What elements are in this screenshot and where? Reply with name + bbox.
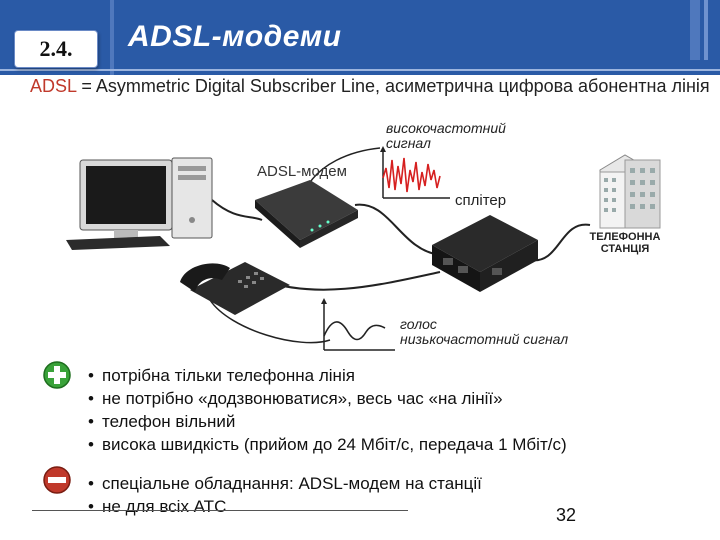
modem-label: ADSL-модем: [257, 163, 347, 180]
voice-label-line2: низькочастотний сигнал: [400, 331, 569, 347]
section-number: 2.4.: [14, 30, 98, 68]
hf-signal-graph: [380, 146, 450, 199]
hf-signal-label-line2: сигнал: [386, 135, 431, 151]
plus-icon: [43, 361, 71, 389]
cons-list: спеціальне обладнання: ADSL-модем на ста…: [88, 472, 482, 518]
hf-signal-label-line1: високочастотний: [386, 120, 506, 136]
hf-signal-label: високочастотний сигнал: [386, 121, 506, 151]
definition-text: ADSL = Asymmetric Digital Subscriber Lin…: [30, 75, 716, 97]
minus-icon: [43, 466, 71, 494]
voice-signal-graph: [321, 298, 395, 351]
pros-item: потрібна тільки телефонна лінія: [88, 364, 567, 387]
splitter-label: сплітер: [455, 192, 507, 209]
pc-tower-icon: [171, 157, 213, 239]
page-number: 32: [556, 505, 577, 525]
cons-item: спеціальне обладнання: ADSL-модем на ста…: [88, 472, 482, 495]
pros-item: висока швидкість (прийом до 24 Мбіт/с, п…: [88, 433, 567, 456]
voice-label: голос низькочастотний сигнал: [400, 317, 568, 347]
footer-rule: [32, 510, 408, 511]
slide-header: ADSL-модеми: [0, 0, 720, 75]
header-decoration: [0, 0, 720, 75]
definition-abbr: ADSL: [30, 76, 77, 96]
pros-item: телефон вільний: [88, 410, 567, 433]
station-label-line2: СТАНЦІЯ: [600, 243, 650, 255]
cable-phone-splitter: [259, 271, 441, 291]
definition-rest: = Asymmetric Digital Subscriber Line, ас…: [76, 76, 710, 96]
slide-title: ADSL-модеми: [128, 20, 342, 53]
keyboard-icon: [66, 236, 170, 250]
cable-splitter-station: [529, 223, 591, 262]
monitor-icon: [79, 159, 173, 245]
pros-item: не потрібно «додзвонюватися», весь час «…: [88, 387, 567, 410]
splitter-icon: [432, 215, 538, 292]
telephone-icon: [180, 262, 290, 315]
telephone-station-icon: [599, 154, 661, 229]
station-label-line1: ТЕЛЕФОННА: [589, 231, 661, 243]
pros-list: потрібна тільки телефонна лінія не потрі…: [88, 364, 567, 456]
cable-pc-modem: [211, 199, 263, 221]
station-label: ТЕЛЕФОННА СТАНЦІЯ: [586, 231, 664, 255]
cons-item: не для всіх АТС: [88, 495, 482, 518]
cable-modem-splitter: [354, 203, 441, 256]
voice-label-line1: голос: [400, 316, 437, 332]
adsl-modem-icon: [255, 180, 358, 248]
